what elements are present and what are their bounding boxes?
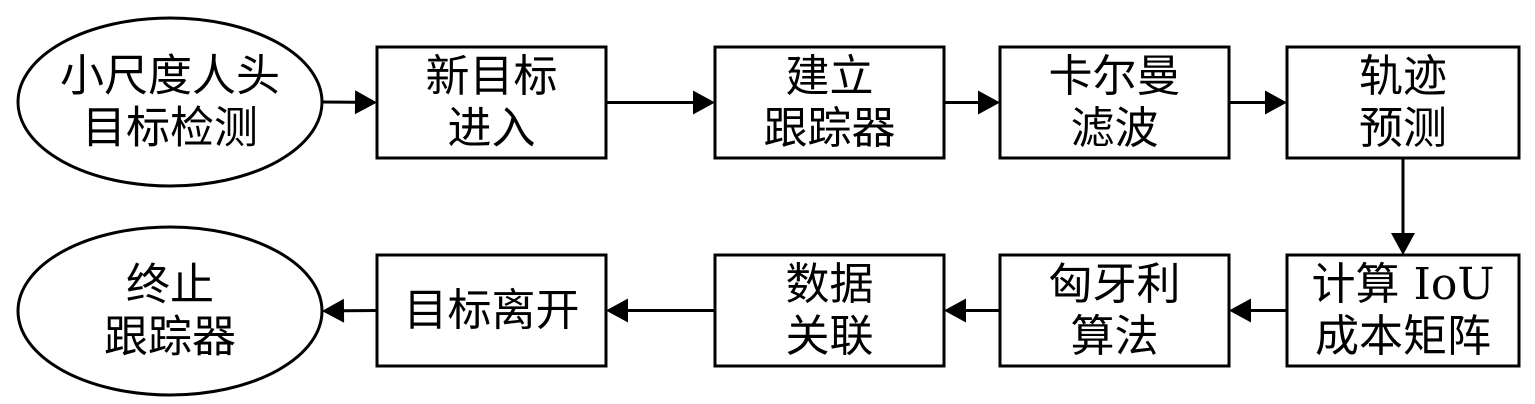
node-label-line: 跟踪器 — [764, 103, 896, 154]
node-label-line: 进入 — [448, 103, 536, 154]
node-shape — [713, 45, 946, 160]
edge-predict-to-iou — [1391, 158, 1415, 255]
edge-kalman-to-predict — [1229, 90, 1287, 115]
edges-layer — [321, 90, 1415, 323]
edge-association-to-leave — [606, 298, 715, 323]
arrowhead — [354, 90, 377, 115]
node-label-line: 小尺度人头 — [60, 51, 280, 102]
arrowhead — [944, 298, 966, 323]
node-label-line: 数据 — [786, 259, 874, 310]
node-label-line: 卡尔曼 — [1049, 51, 1181, 102]
edge-build-tracker-to-kalman — [944, 90, 1000, 115]
arrowhead — [693, 90, 715, 115]
node-shape — [998, 45, 1231, 160]
node-leave: 目标离开 — [375, 253, 608, 368]
node-label-line: 建立 — [786, 51, 874, 102]
edge-leave-to-terminate — [322, 298, 378, 323]
node-label-line: 算法 — [1071, 311, 1159, 362]
node-label-line: 预测 — [1359, 103, 1447, 154]
edge-detect-to-new-target — [321, 90, 377, 115]
node-label-line: 成本矩阵 — [1315, 311, 1491, 362]
edge-iou-to-hungarian — [1229, 298, 1287, 323]
node-label-line: 关联 — [786, 311, 874, 362]
node-label-line: 轨迹 — [1359, 51, 1447, 102]
arrowhead — [606, 298, 628, 323]
arrowhead — [978, 90, 1000, 115]
node-shape — [1285, 45, 1521, 160]
edge-hungarian-to-association — [944, 298, 1000, 323]
node-label-line: 新目标 — [426, 51, 558, 102]
node-shape — [713, 253, 946, 368]
node-shape — [998, 253, 1231, 368]
node-label-line: 跟踪器 — [104, 312, 236, 363]
node-shape — [16, 225, 324, 397]
arrowhead — [1265, 90, 1287, 115]
node-label-line: 目标检测 — [82, 103, 258, 154]
node-label-line: 终止 — [126, 260, 214, 311]
arrowhead — [1391, 233, 1415, 255]
node-shape — [375, 45, 608, 160]
node-shape — [16, 16, 324, 188]
node-label-line: 目标离开 — [404, 285, 580, 336]
edge-new-target-to-build-tracker — [606, 90, 715, 115]
node-label-line: 匈牙利 — [1049, 259, 1181, 310]
node-label-line: 计算 IoU — [1312, 259, 1495, 310]
node-label-line: 滤波 — [1071, 103, 1159, 154]
arrowhead — [322, 298, 345, 323]
arrowhead — [1229, 298, 1251, 323]
node-shape — [1285, 253, 1521, 368]
node-shape — [375, 253, 608, 368]
